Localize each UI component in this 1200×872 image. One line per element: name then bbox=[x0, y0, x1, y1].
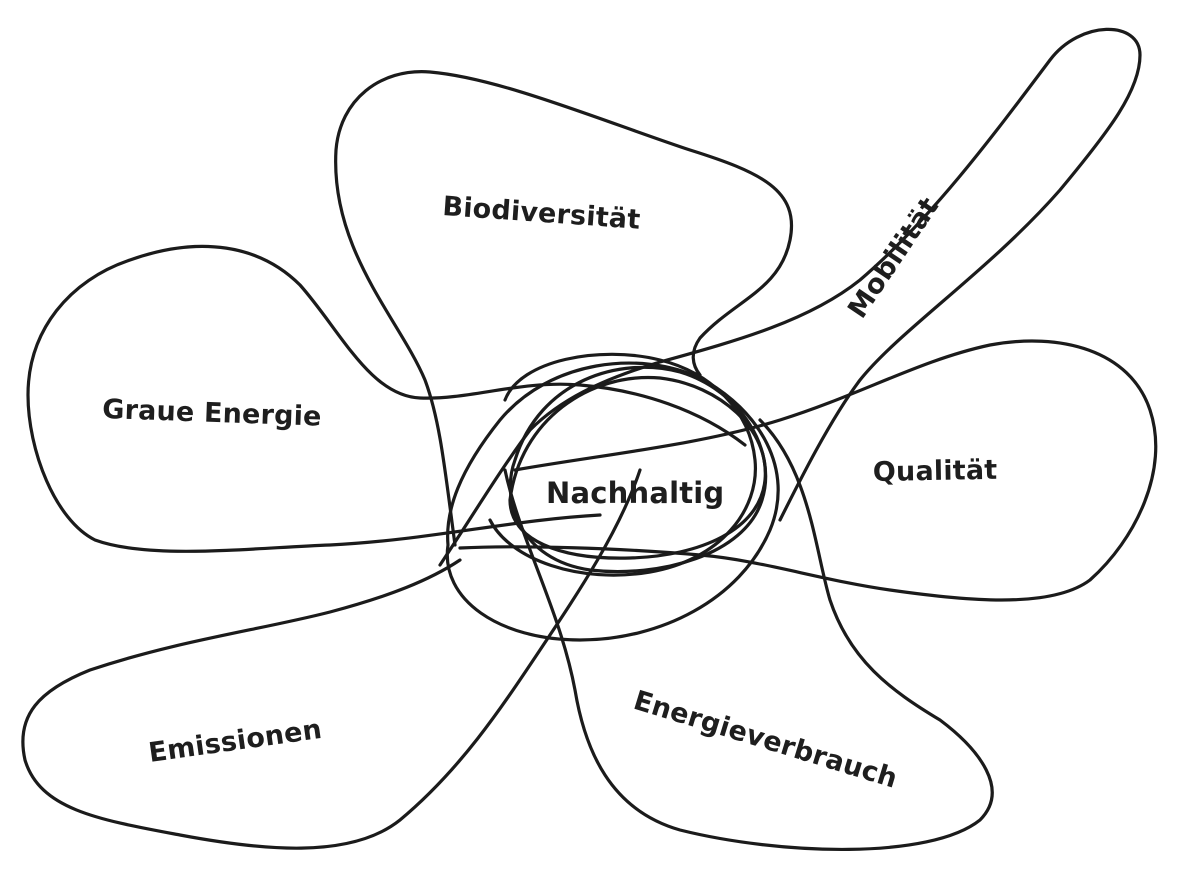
petal-mobility bbox=[438, 27, 1142, 567]
center-loop-scribble bbox=[488, 352, 757, 577]
label-mobility: Mobilität bbox=[842, 192, 945, 324]
petal-grey-energy bbox=[26, 244, 747, 553]
center-loop-outer bbox=[445, 361, 780, 642]
label-quality: Qualität bbox=[873, 455, 998, 488]
petal-quality bbox=[458, 339, 1158, 602]
label-center-sustainable: Nachhaltig bbox=[546, 476, 724, 510]
label-grey-energy: Graue Energie bbox=[102, 394, 322, 433]
petal-energy-consumption bbox=[503, 418, 994, 851]
label-emissions: Emissionen bbox=[147, 714, 324, 769]
label-energy-consumption: Energieverbrauch bbox=[630, 685, 901, 795]
petal-biodiversity bbox=[334, 70, 794, 547]
petal-emissions bbox=[21, 468, 642, 850]
label-biodiversity: Biodiversität bbox=[442, 191, 642, 236]
center-loop-middle bbox=[508, 365, 768, 574]
center-loop-inner bbox=[508, 375, 767, 560]
